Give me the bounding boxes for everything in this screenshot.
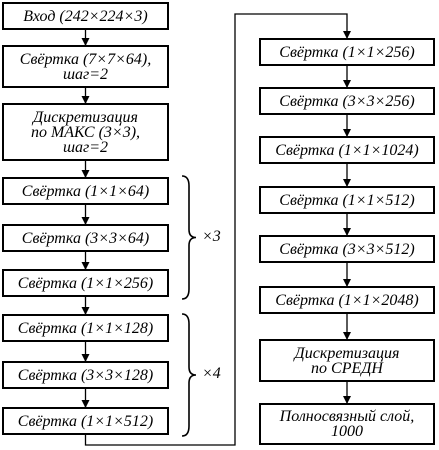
block-maxpool-line: по МАКС (3×3), bbox=[30, 123, 141, 141]
block-g2-conv2: Свёртка (3×3×128) bbox=[2, 361, 169, 389]
block-g1-conv1-line: Свёртка (1×1×64) bbox=[21, 182, 150, 200]
block-conv7-line: Свёртка (7×7×64), bbox=[19, 50, 152, 68]
block-r-conv2: Свёртка (3×3×256) bbox=[259, 87, 435, 115]
brace-group2 bbox=[181, 313, 197, 437]
block-g2-conv3-line: Свёртка (1×1×512) bbox=[17, 412, 154, 430]
block-fc: Полносвязный слой,1000 bbox=[259, 403, 435, 445]
block-conv7: Свёртка (7×7×64),шаг=2 bbox=[2, 45, 169, 88]
block-conv7-line: шаг=2 bbox=[62, 65, 109, 83]
block-g2-conv1-line: Свёртка (1×1×128) bbox=[17, 319, 154, 337]
block-fc-line: Полносвязный слой, bbox=[279, 408, 415, 425]
block-g1-conv2: Свёртка (3×3×64) bbox=[2, 224, 169, 252]
block-r-conv4: Свёртка (1×1×512) bbox=[259, 186, 435, 214]
block-g2-conv3: Свёртка (1×1×512) bbox=[2, 407, 169, 435]
block-g1-conv2-line: Свёртка (3×3×64) bbox=[21, 229, 150, 247]
block-fc-line: 1000 bbox=[331, 423, 363, 440]
block-r-conv5: Свёртка (3×3×512) bbox=[259, 235, 435, 263]
block-maxpool-line: шаг=2 bbox=[62, 138, 109, 156]
block-maxpool-line: Дискретизация bbox=[33, 108, 138, 126]
block-r-conv6-line: Свёртка (1×1×2048) bbox=[275, 291, 419, 309]
block-r-conv4-line: Свёртка (1×1×512) bbox=[279, 191, 415, 209]
block-input-line: Вход (242×224×3) bbox=[23, 7, 148, 25]
brace-group1 bbox=[181, 175, 197, 300]
block-r-conv5-line: Свёртка (3×3×512) bbox=[279, 240, 415, 258]
block-r-conv3-line: Свёртка (1×1×1024) bbox=[275, 141, 419, 159]
block-r-conv1: Свёртка (1×1×256) bbox=[259, 38, 435, 66]
block-r-conv3: Свёртка (1×1×1024) bbox=[259, 136, 435, 164]
block-r-conv6: Свёртка (1×1×2048) bbox=[259, 286, 435, 314]
block-g2-conv1: Свёртка (1×1×128) bbox=[2, 314, 169, 342]
block-r-conv1-line: Свёртка (1×1×256) bbox=[279, 43, 415, 61]
block-g2-conv2-line: Свёртка (3×3×128) bbox=[17, 366, 154, 384]
arrow-left-to-right bbox=[84, 13, 351, 446]
block-g1-conv1: Свёртка (1×1×64) bbox=[2, 177, 169, 205]
repeat-label-group1: ×3 bbox=[202, 227, 221, 245]
repeat-label-group2: ×4 bbox=[202, 365, 221, 382]
block-g1-conv3: Свёртка (1×1×256) bbox=[2, 269, 169, 297]
block-g1-conv3-line: Свёртка (1×1×256) bbox=[17, 274, 154, 292]
block-avgpool-line: по СРЕДН bbox=[311, 359, 383, 377]
block-input: Вход (242×224×3) bbox=[2, 2, 169, 30]
block-avgpool-line: Дискретизация bbox=[294, 344, 400, 362]
block-r-conv2-line: Свёртка (3×3×256) bbox=[279, 92, 415, 110]
